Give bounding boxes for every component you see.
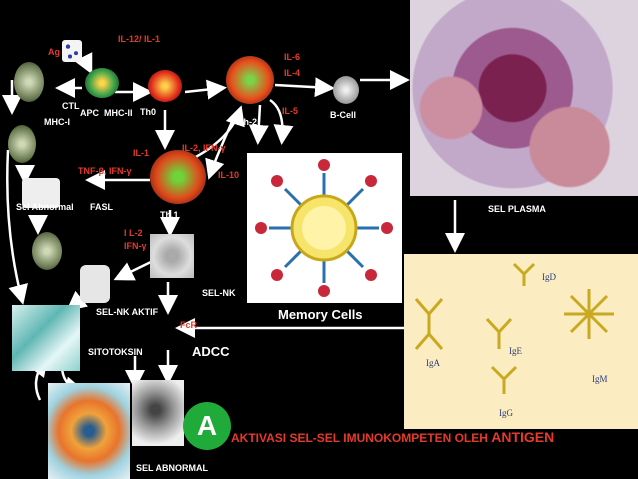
- antigen-dots: [62, 40, 82, 62]
- label-sel-abnormal-bottom: SEL ABNORMAL: [136, 463, 208, 473]
- ctl-killer-cell: [32, 232, 62, 270]
- badge-a-letter: A: [196, 410, 218, 441]
- label-adcc: ADCC: [192, 344, 230, 359]
- label-mhc-i: MHC-I: [44, 117, 70, 127]
- label-il12-il1: IL-12/ IL-1: [118, 34, 161, 44]
- label-th2: Th-2: [238, 117, 257, 127]
- bcell: [333, 76, 359, 104]
- label-il2-left: I L-2: [124, 228, 143, 238]
- iga-label: IgA: [426, 358, 440, 368]
- arrow-th2-bcell: [274, 77, 335, 98]
- label-il4: IL-4: [284, 68, 301, 78]
- label-th0: Th0: [140, 107, 157, 117]
- label-sel-plasma: SEL PLASMA: [488, 204, 546, 214]
- arrow-th2-memory-2: [248, 104, 269, 145]
- label-fasl: FASL: [90, 202, 114, 212]
- igg-label: IgG: [499, 408, 513, 418]
- label-ifn-left: IFN-γ: [124, 241, 147, 251]
- label-mhc-ii: MHC-II: [104, 108, 133, 118]
- label-tnf-ifn: TNF-β, IFN-γ: [78, 166, 132, 176]
- th1-cell: [150, 150, 206, 204]
- label-apc: APC: [80, 108, 100, 118]
- apc-cell: [85, 68, 119, 98]
- sel-abnormal-bottom-image: [48, 383, 130, 479]
- target-cell-small: [80, 265, 110, 303]
- ige-label: IgE: [509, 346, 522, 356]
- sel-nk-aktif-image: [12, 305, 80, 371]
- label-il6: IL-6: [284, 52, 301, 62]
- title-part2: ANTIGEN: [491, 429, 555, 445]
- igm-label: IgM: [592, 374, 608, 384]
- plasma-cell-micrograph: [410, 0, 638, 196]
- th0-cell: [148, 70, 182, 102]
- label-il10: IL-10: [218, 170, 240, 180]
- th2-cell: [226, 56, 274, 104]
- arrow-th1-th2: [189, 105, 245, 162]
- ctl-cell-2: [8, 125, 36, 163]
- adcc-cell: [132, 380, 184, 446]
- label-ag: Ag: [48, 47, 60, 57]
- label-ctl: CTL: [62, 101, 80, 111]
- title-part1: AKTIVASI SEL-SEL IMUNOKOMPETEN OLEH: [231, 431, 488, 445]
- arrow-th0-th2: [184, 79, 227, 100]
- igd-label: IgD: [542, 272, 556, 282]
- label-sel-nk: SEL-NK: [202, 288, 236, 298]
- immunoglobulin-illustration: IgA IgD IgE IgM IgG: [414, 262, 614, 418]
- sel-abnormal-top-cell: [22, 178, 60, 208]
- label-bcell: B-Cell: [330, 110, 357, 120]
- immunoglobulin-panel: IgA IgD IgE IgM IgG: [404, 254, 638, 429]
- label-sel-nk-aktif: SEL-NK AKTIF: [96, 307, 159, 317]
- sel-nk-cell: [150, 234, 194, 278]
- arrow-th2-th1: [205, 114, 237, 180]
- badge-a: A: [183, 402, 231, 450]
- label-memory-cells: Memory Cells: [278, 307, 363, 322]
- memory-cells-panel: [247, 153, 402, 303]
- label-il5: IL-5: [282, 106, 299, 116]
- memory-cell-illustration: [255, 159, 393, 297]
- title-text: AKTIVASI SEL-SEL IMUNOKOMPETEN OLEH ANTI…: [231, 429, 554, 445]
- arrow-nk-aktif: [113, 258, 156, 281]
- label-sitotoksin: SITOTOKSIN: [88, 347, 143, 357]
- arrow-left-down: [6, 149, 28, 305]
- label-sel-abnormal-top: Sel Abnormal: [16, 202, 74, 212]
- label-th1: Th.1: [160, 210, 179, 220]
- ctl-cell: [14, 62, 44, 102]
- label-il2-ifn: IL-2, IFN-γ: [182, 143, 226, 153]
- arrow-th2-memory: [269, 98, 294, 145]
- label-fcr: FcR: [180, 320, 198, 330]
- label-il1: IL-1: [133, 148, 150, 158]
